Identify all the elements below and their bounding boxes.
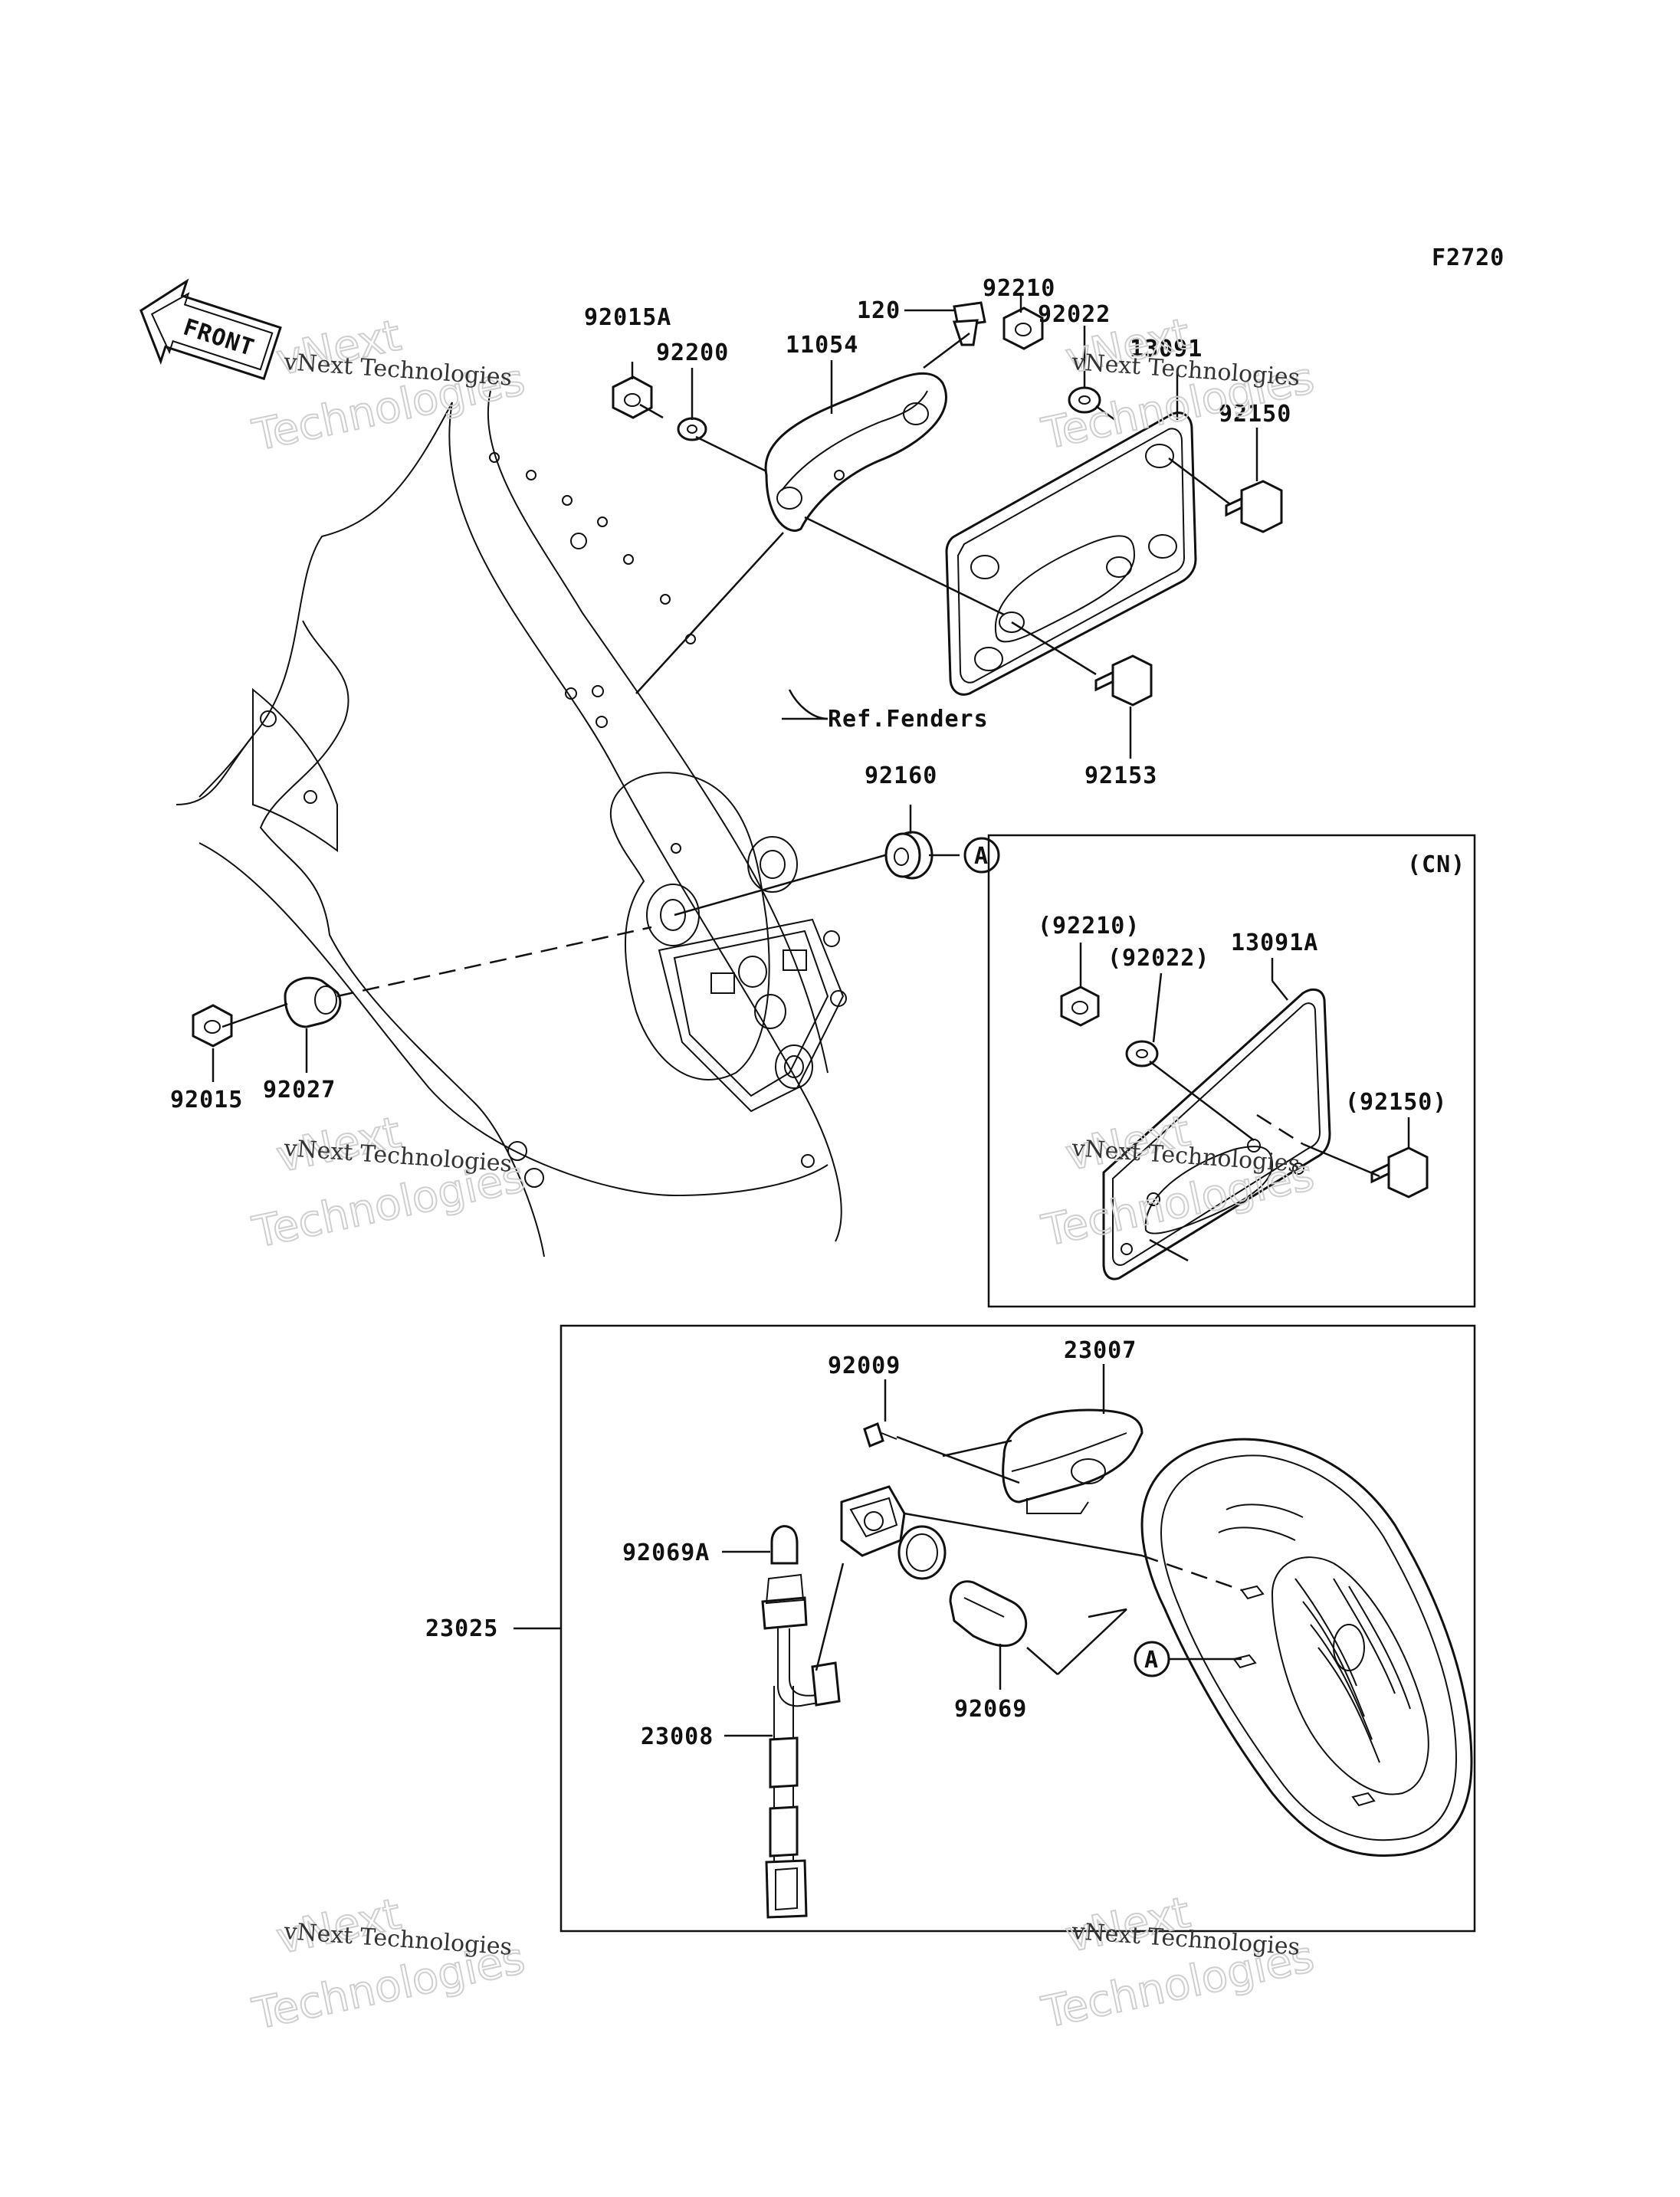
marker-a-1: A — [963, 837, 1000, 874]
cn-part-label-13091a: 13091A — [1231, 930, 1318, 956]
screw-92009 — [863, 1421, 897, 1448]
leader-lines-top — [212, 293, 1258, 1082]
marker-a-2: A — [1134, 1641, 1170, 1677]
flange-nut-92210 — [1002, 307, 1044, 350]
part-label-13091: 13091 — [1130, 336, 1203, 362]
gasket-ring — [897, 1525, 947, 1580]
cn-bolt — [1370, 1146, 1429, 1199]
part-label-23008: 23008 — [641, 1723, 714, 1750]
part-label-92160: 92160 — [865, 762, 937, 789]
tail-lamp-housing — [1140, 1438, 1473, 1857]
bulb-92069 — [949, 1580, 1028, 1648]
lens-23007 — [1002, 1408, 1144, 1514]
cn-part-label-92210: (92210) — [1038, 913, 1140, 939]
ref-fenders-label: Ref.Fenders — [828, 706, 989, 733]
bolt-92153 — [1094, 654, 1153, 707]
wire-harness-23008 — [761, 1573, 841, 1919]
grommet-92160 — [884, 831, 934, 880]
part-label-23007: 23007 — [1064, 1337, 1137, 1364]
part-label-92069a: 92069A — [622, 1540, 710, 1566]
cn-license-bracket-13091a — [1102, 988, 1331, 1280]
part-label-120: 120 — [857, 297, 901, 324]
flange-nut-92015 — [192, 1004, 233, 1048]
part-label-92069: 92069 — [954, 1696, 1027, 1723]
rear-fender — [176, 390, 847, 1258]
part-label-92015: 92015 — [170, 1087, 243, 1113]
leader-lines-lamp — [815, 1435, 1242, 1675]
svg-text:A: A — [974, 843, 989, 870]
part-label-23025: 23025 — [425, 1615, 498, 1642]
collar-92027 — [284, 976, 342, 1028]
flange-nut-92015a — [612, 375, 653, 419]
cn-part-label-92022: (92022) — [1107, 945, 1209, 972]
bracket-11054 — [764, 372, 948, 532]
front-arrow-icon: FRONT — [139, 278, 282, 381]
part-label-11054: 11054 — [786, 332, 858, 359]
bolt-92150 — [1225, 480, 1283, 533]
license-bracket-13091 — [945, 412, 1197, 696]
part-label-92022: 92022 — [1038, 301, 1111, 328]
bulb-92069a — [770, 1525, 799, 1565]
cn-flange-nut — [1060, 985, 1100, 1027]
socket-assembly — [840, 1485, 906, 1557]
svg-text:A: A — [1144, 1647, 1159, 1674]
cn-label: (CN) — [1407, 851, 1465, 878]
part-label-92150: 92150 — [1219, 401, 1291, 428]
part-label-92009: 92009 — [828, 1353, 901, 1379]
figure-code: F2720 — [1432, 244, 1504, 271]
part-label-92015a: 92015A — [584, 304, 671, 331]
bolt-120 — [952, 301, 986, 346]
cn-part-label-92150: (92150) — [1345, 1089, 1447, 1116]
cn-variant-box — [987, 834, 1476, 1308]
part-label-92027: 92027 — [263, 1077, 336, 1103]
cn-leader-lines — [1079, 943, 1410, 1262]
part-label-92210: 92210 — [983, 275, 1055, 302]
part-label-92153: 92153 — [1084, 762, 1157, 789]
cn-washer — [1125, 1040, 1159, 1067]
washer-92200 — [677, 417, 707, 441]
part-label-92200: 92200 — [656, 339, 729, 366]
